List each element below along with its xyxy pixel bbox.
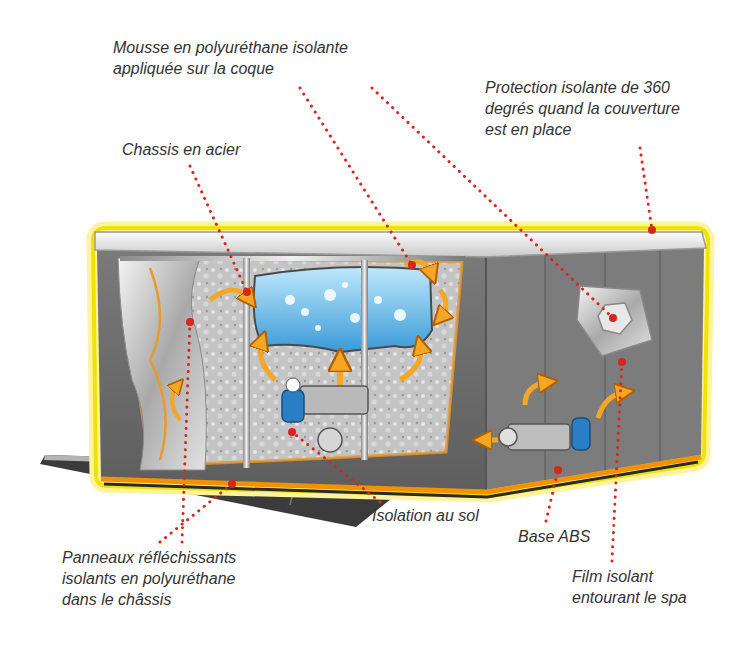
steel-frame (361, 260, 368, 460)
leader-line (190, 166, 247, 292)
spa-water (254, 267, 432, 352)
side-cutaway (499, 428, 517, 446)
spa-water (394, 309, 406, 321)
spa-water (342, 282, 348, 288)
heat-arrows (405, 262, 432, 275)
callout-label: Mousse en polyuréthane isolante appliqué… (113, 38, 383, 80)
spa-water (254, 267, 432, 352)
spa-cabinet (97, 248, 486, 490)
reflective-panel (118, 258, 206, 470)
leader-line (640, 148, 652, 230)
side-cutaway (577, 286, 652, 356)
heat-arrows (172, 385, 180, 420)
heat-arrows (400, 345, 421, 380)
reflective-panel (118, 258, 206, 470)
spa-water (285, 295, 295, 305)
side-cutaway (572, 418, 590, 450)
spa-water (315, 325, 321, 331)
callout-label: Panneaux réfléchissants isolants en poly… (62, 548, 267, 610)
pump (282, 390, 304, 422)
spa-cabinet (604, 252, 606, 472)
steel-frame (120, 256, 465, 468)
heat-arrows (337, 360, 343, 385)
leader-dot (243, 288, 251, 296)
leader-dot (186, 318, 194, 326)
heat-arrows (260, 340, 275, 380)
spa-water (374, 296, 382, 304)
callout-label: Isolation au sol (372, 506, 479, 527)
leader-dot (554, 466, 562, 474)
heat-arrows (172, 262, 446, 420)
leader-line (160, 484, 232, 542)
leader-dot (228, 480, 236, 488)
leader-dot (186, 226, 656, 488)
side-cutaway (482, 438, 498, 443)
leader-dot (288, 428, 296, 436)
leader-line (300, 88, 412, 265)
leader-dot (408, 261, 416, 269)
spa-cabinet (659, 250, 661, 463)
heat-arrows (440, 290, 446, 318)
callout-label: Film isolant entourant le spa (572, 567, 712, 609)
spa-water (301, 308, 309, 316)
pump (300, 386, 368, 414)
leader-line (612, 362, 622, 561)
steel-frame (243, 258, 250, 468)
leader-dot (609, 314, 617, 322)
callout-label: Base ABS (518, 527, 590, 548)
leader-dot (618, 358, 626, 366)
callout-label: Protection isolante de 360 degrés quand … (485, 78, 685, 140)
spa-cover (95, 232, 706, 257)
side-cutaway (525, 382, 548, 405)
spa-cabinet (486, 248, 704, 490)
callout-label: Chassis en acier (122, 140, 240, 161)
pump (318, 428, 342, 452)
pump (286, 378, 300, 392)
pump (282, 378, 368, 452)
spa-cover (95, 232, 706, 257)
spa-cabinet (485, 256, 487, 490)
leader-line (160, 88, 652, 561)
side-cutaway (482, 286, 652, 450)
spa-water (324, 289, 336, 301)
leader-line (546, 470, 558, 521)
leader-line (292, 432, 380, 502)
leader-line (182, 322, 190, 542)
leader-dot (648, 226, 656, 234)
spa-water (350, 313, 360, 323)
reflective-panel (150, 268, 166, 460)
